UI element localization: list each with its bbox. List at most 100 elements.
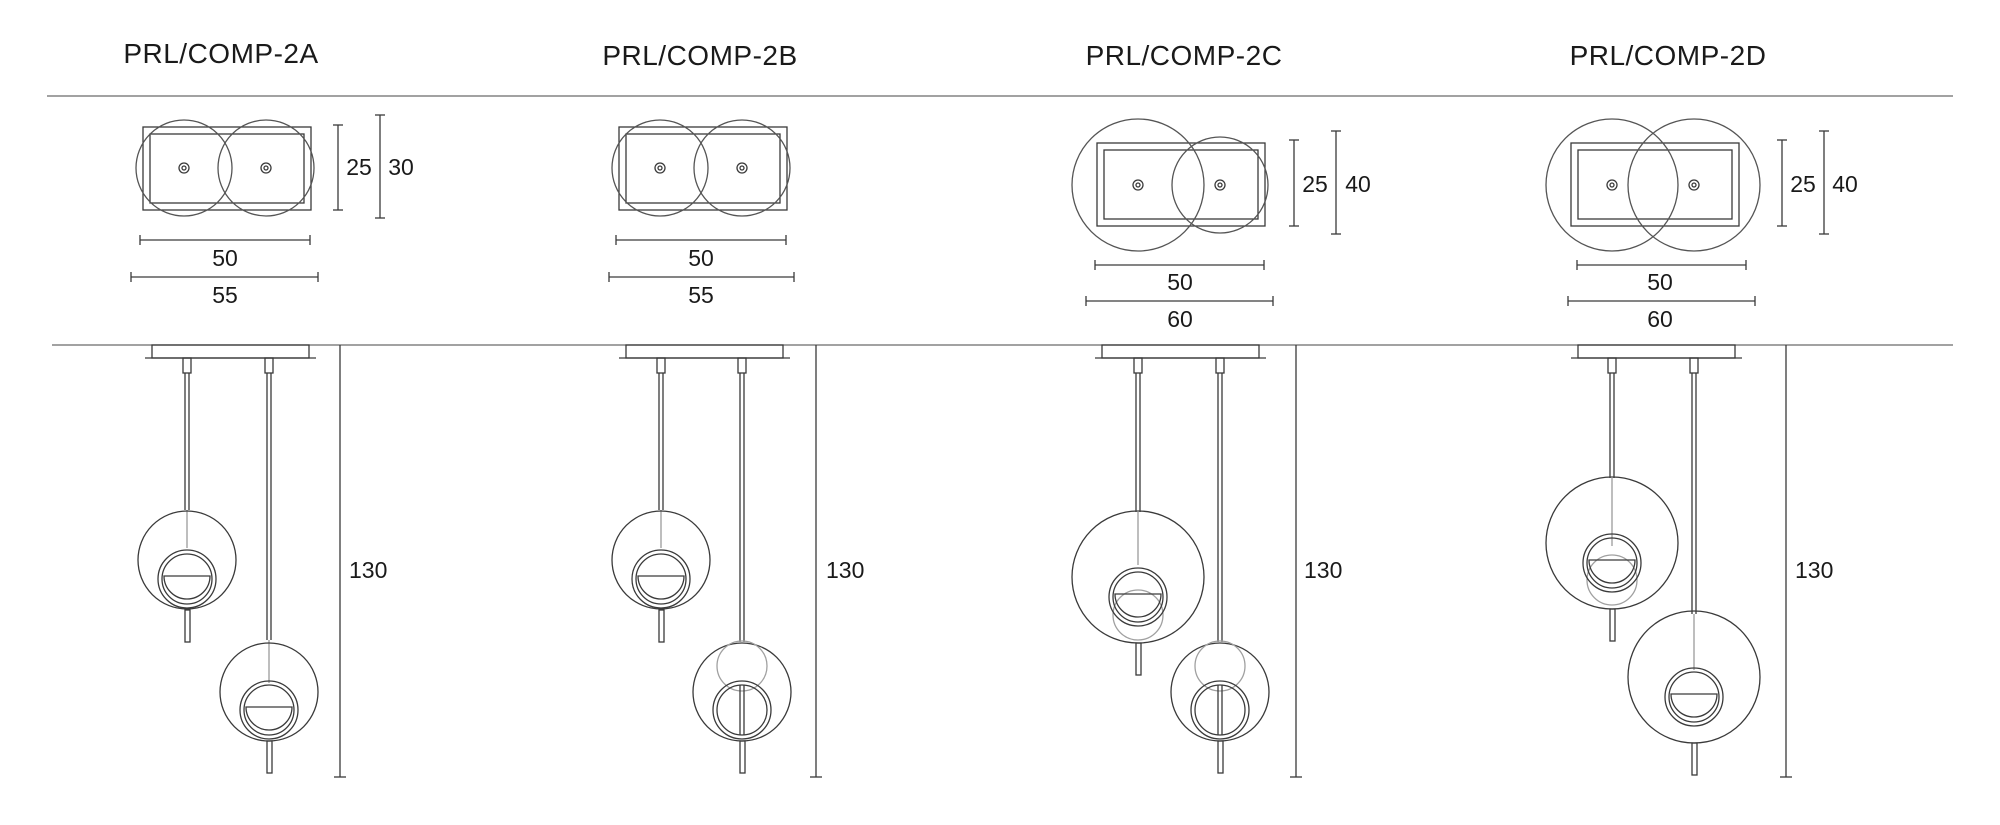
globe-ring [1108,567,1168,627]
ghost-ring [1194,640,1246,692]
model-2b: PRL/COMP-2B 50 55 [602,40,864,778]
inner-depth-label: 25 [1790,171,1816,197]
globe-ring [712,680,772,740]
globe-outline-circle [1627,118,1761,252]
rod-connector [264,357,274,374]
outer-width-label: 60 [1647,306,1673,332]
bottom-finial [739,740,746,774]
canopy-inner-rect [1577,149,1733,220]
globe-ring-inner [1194,684,1246,736]
mount-point [1214,179,1226,191]
mount-point [1132,179,1144,191]
lamp-bulb [637,575,685,600]
globe-ring-inner [716,684,768,736]
rod-connector [1607,357,1617,374]
inner-width-label: 50 [688,245,714,271]
mount-point-inner [1691,182,1697,188]
globe-ring-inner [161,553,213,605]
inner-depth-label: 25 [1302,171,1328,197]
mount-point-inner [181,165,187,171]
bottom-finial [658,609,665,643]
canopy-inner-rect [625,133,781,204]
globe-ring [631,549,691,609]
outer-width-label: 55 [688,282,714,308]
globe-outline-circle [1071,118,1205,252]
elevation-view [1071,344,1302,778]
bottom-finial [1217,740,1224,774]
globe-ring-inner [1586,537,1638,589]
globe-ring [1582,533,1642,593]
ghost-ring [1586,554,1638,606]
canopy-outer-rect [142,126,312,211]
canopy-inner-rect [1103,149,1259,220]
globe-outline-circle [693,119,791,217]
rod-connector [182,357,192,374]
rod-connector [1689,357,1699,374]
height-label: 130 [1304,557,1342,583]
plan-view [1071,118,1341,306]
outer-width-label: 60 [1167,306,1193,332]
rod-connector [1215,357,1225,374]
mount-point-inner [657,165,663,171]
ceiling-canopy [1577,344,1736,359]
mount-point-inner [1135,182,1141,188]
ceiling-canopy [1101,344,1260,359]
globe-outline-circle [611,119,709,217]
mount-point-inner [739,165,745,171]
glass-globe [692,642,792,742]
mount-point-inner [263,165,269,171]
model-title: PRL/COMP-2A [123,38,318,69]
elevation-view [611,344,822,778]
globe-outline-circle [217,119,315,217]
globe-ring-inner [1668,671,1720,723]
globe-outline-circle [135,119,233,217]
plan-view [130,114,385,282]
globe-ring-inner [243,684,295,736]
ceiling-canopy [625,344,784,359]
rod-connector [737,357,747,374]
lamp-bulb [1588,559,1636,584]
mount-point [178,162,190,174]
elevation-view [1545,344,1792,778]
lamp-bulb [1670,693,1718,718]
outer-depth-label: 40 [1345,171,1371,197]
glass-globe [611,510,711,610]
ghost-ring [716,640,768,692]
globe-outline-circle [1545,118,1679,252]
outer-depth-label: 40 [1832,171,1858,197]
outer-width-label: 55 [212,282,238,308]
canopy-outer-rect [1096,142,1266,227]
mount-point-inner [1217,182,1223,188]
lamp-bulb [1114,593,1162,618]
globe-outline-circle [1171,136,1269,234]
plan-view [1545,118,1829,306]
glass-globe [137,510,237,610]
mount-point-inner [1609,182,1615,188]
inner-depth-label: 25 [346,154,372,180]
bottom-finial [1691,742,1698,776]
outer-depth-label: 30 [388,154,414,180]
globe-ring-inner [1112,571,1164,623]
globe-ring-inner [635,553,687,605]
plan-view [608,119,795,282]
mount-point [736,162,748,174]
glass-globe [1170,642,1270,742]
canopy-inner-rect [149,133,305,204]
elevation-view [137,344,346,778]
mount-point [1606,179,1618,191]
rod-connector [1133,357,1143,374]
mount-point [260,162,272,174]
bottom-finial [266,740,273,774]
bottom-finial [1609,608,1616,642]
model-2d: PRL/COMP-2D 25 40 50 60 [1545,40,1858,778]
inner-width-label: 50 [1647,269,1673,295]
globe-ring [1664,667,1724,727]
canopy-outer-rect [1570,142,1740,227]
inner-width-label: 50 [212,245,238,271]
model-2a: PRL/COMP-2A 25 30 50 [123,38,414,778]
inner-width-label: 50 [1167,269,1193,295]
height-label: 130 [349,557,387,583]
canopy-outer-rect [618,126,788,211]
lamp-bulb [163,575,211,600]
